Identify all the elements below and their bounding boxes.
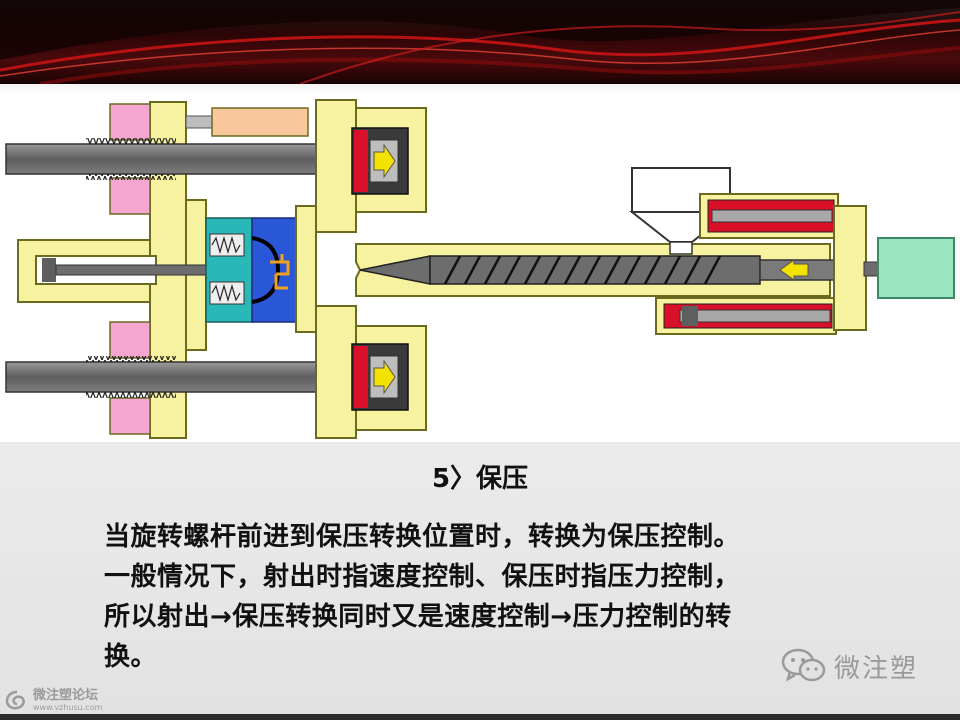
swirl-logo-icon	[5, 690, 25, 710]
arrow-left-icon	[779, 259, 809, 281]
description-line-2: 一般情况下，射出时指速度控制、保压时指压力控制，	[104, 562, 741, 592]
mold	[205, 217, 299, 323]
watermark: 微注塑	[780, 646, 918, 686]
tie-bar-nuts	[109, 103, 151, 435]
guide-rod	[185, 115, 213, 129]
arrow-right-icon	[373, 359, 396, 395]
bottom-bar	[0, 714, 960, 720]
injection-barrel	[355, 243, 865, 297]
forum-url: www.vzhusu.com	[33, 702, 103, 712]
tie-bar-bottom	[5, 356, 357, 398]
injection-cylinder-top	[699, 193, 839, 239]
tie-bar-top	[5, 138, 357, 180]
watermark-text: 微注塑	[834, 653, 919, 684]
forum-logo: 微注塑论坛 www.vzhusu.com	[4, 686, 102, 714]
header-banner	[0, 0, 960, 84]
step-title: 5〉保压	[431, 464, 529, 494]
clamp-cylinder-bottom	[351, 343, 409, 411]
banner-swoosh-graphic	[0, 0, 960, 84]
arrow-right-icon	[373, 143, 396, 179]
rear-plate	[833, 205, 867, 331]
wechat-icon	[781, 648, 826, 682]
orange-bar	[211, 107, 309, 137]
injection-cylinder-bottom	[655, 297, 837, 335]
forum-name: 微注塑论坛	[33, 687, 99, 703]
fixed-platen	[295, 99, 427, 439]
injection-machine-diagram	[5, 99, 955, 439]
banner-band	[0, 84, 960, 96]
description-line-3: 所以射出→保压转换同时又是速度控制→压力控制的转	[104, 602, 732, 632]
clamp-cylinder-top	[351, 127, 409, 195]
hydraulic-motor	[877, 237, 955, 299]
description-line-1: 当旋转螺杆前进到保压转换位置时，转换为保压控制。	[104, 522, 741, 552]
diagram-area	[0, 96, 960, 442]
description-line-4: 换。	[104, 642, 158, 672]
